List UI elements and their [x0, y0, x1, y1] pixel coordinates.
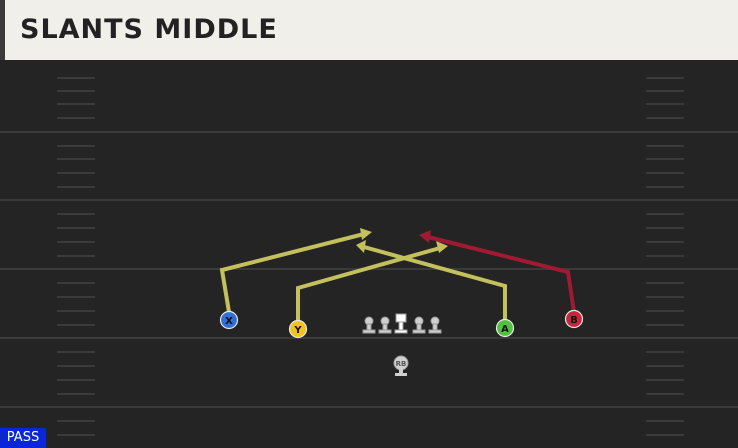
play-title: SLANTS MIDDLE: [20, 14, 278, 45]
player-x-label: X: [225, 316, 233, 327]
player-rb[interactable]: RB: [393, 355, 409, 376]
player-x[interactable]: X: [219, 310, 239, 330]
route-y: [296, 246, 441, 324]
route-a-arrowhead: [356, 240, 366, 253]
player-rb-label: RB: [396, 360, 407, 368]
lineman-left-tackle: [362, 316, 376, 334]
hash-marks-right: [646, 77, 684, 436]
play-title-banner: SLANTS MIDDLE: [0, 0, 738, 60]
play-field: RB X Y A B: [0, 77, 738, 436]
player-b[interactable]: B: [564, 309, 584, 329]
route-b-arrowhead: [419, 230, 431, 243]
offensive-line: [362, 313, 442, 334]
play-type-badge: PASS: [0, 428, 46, 448]
player-b-label: B: [570, 315, 578, 326]
lineman-right-guard: [412, 316, 426, 334]
center: [394, 313, 408, 334]
lineman-right-tackle: [428, 316, 442, 334]
route-x-arrowhead: [360, 228, 372, 240]
hash-marks-left: [57, 77, 95, 436]
route-x: [219, 232, 365, 313]
lineman-left-guard: [378, 316, 392, 334]
player-y[interactable]: Y: [288, 319, 308, 339]
player-a[interactable]: A: [495, 318, 515, 338]
player-a-label: A: [501, 324, 509, 335]
route-y-arrowhead: [436, 241, 448, 253]
route-a: [363, 245, 507, 324]
player-y-label: Y: [293, 325, 302, 336]
route-b: [427, 235, 576, 313]
